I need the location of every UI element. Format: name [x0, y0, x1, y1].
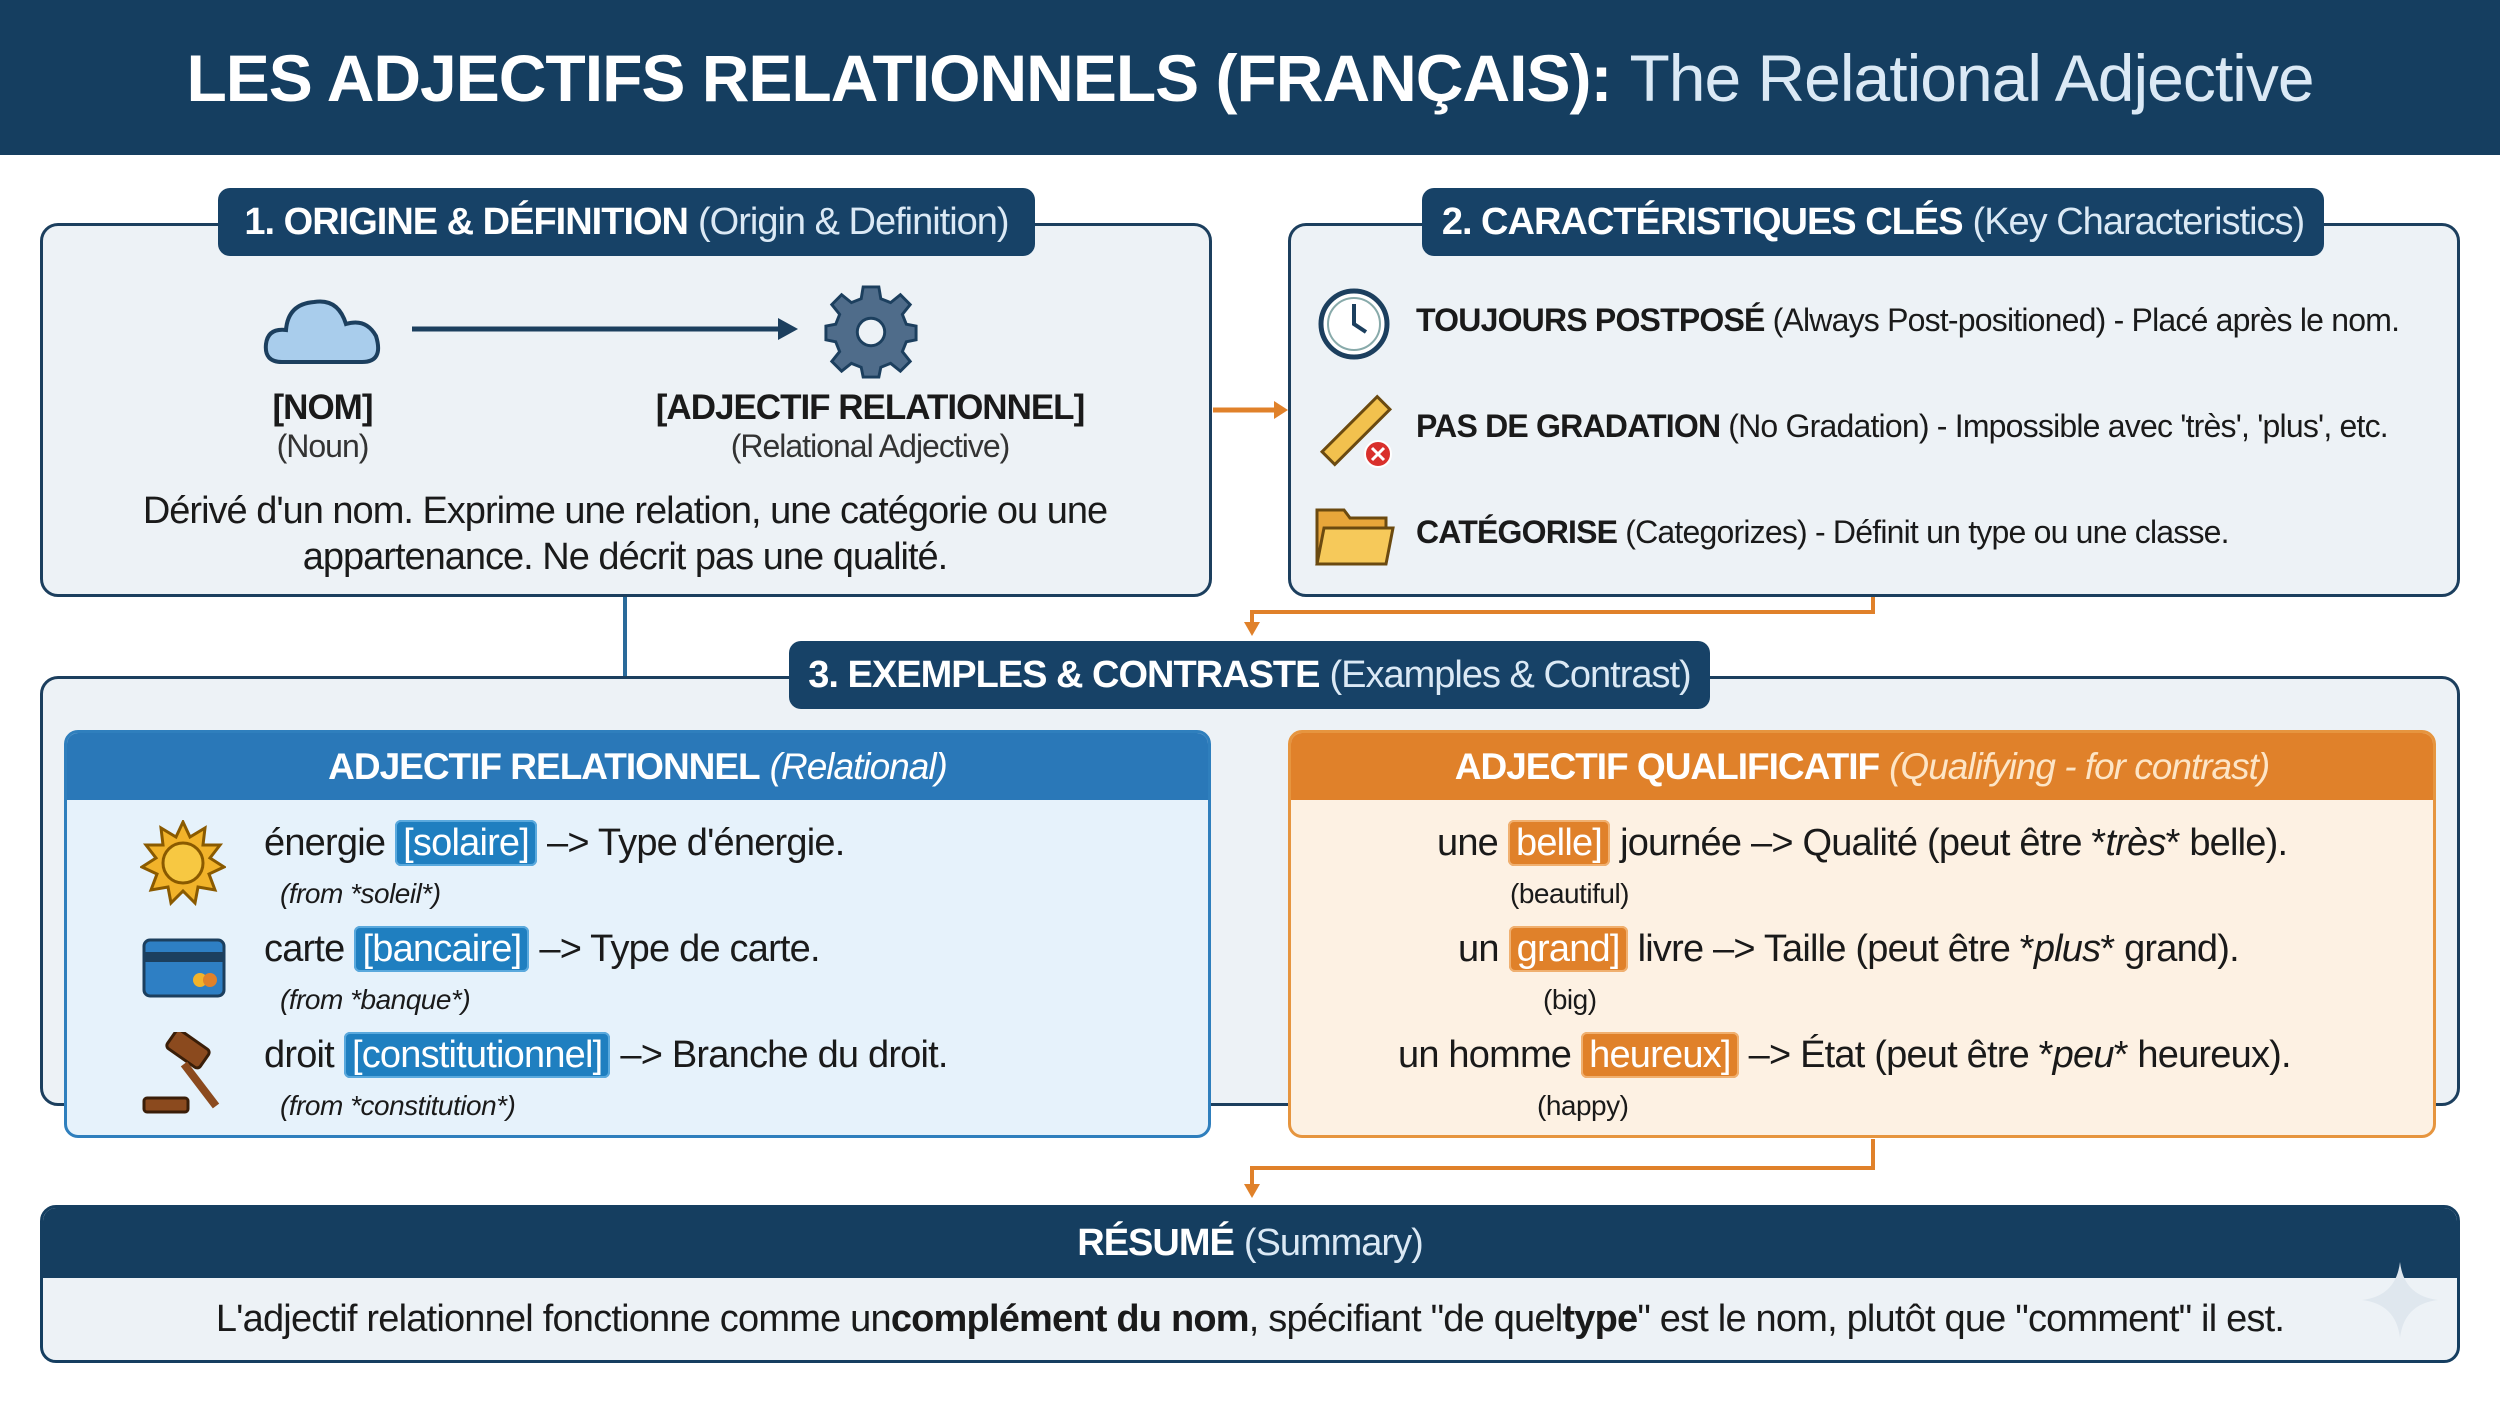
characteristic-item: TOUJOURS POSTPOSÉ(Always Post-positioned…	[1416, 302, 2400, 339]
title-light: The Relational Adjective	[1629, 40, 2314, 115]
title-bold: 3. EXEMPLES & CONTRASTE	[808, 653, 1320, 696]
title-bold: 2. CARACTÉRISTIQUES CLÉS	[1441, 200, 1964, 243]
example-explanation: –> Type d'énergie.	[547, 822, 845, 864]
clock-icon	[1318, 288, 1390, 360]
title-bold: ADJECTIF RELATIONNEL	[328, 745, 761, 787]
example-adjective: [bancaire]	[354, 926, 530, 972]
item-text: (Categorizes) - Définit un type ou une c…	[1625, 514, 2229, 550]
example-explanation: livre –> Taille (peut être *	[1637, 928, 2035, 970]
folder-icon	[1315, 508, 1395, 566]
example-origin: (from *constitution*)	[280, 1090, 516, 1121]
example-adjective: [solaire]	[395, 820, 538, 866]
example-gloss: (big)	[1543, 984, 1597, 1015]
item-text: (Always Post-positioned) - Placé après l…	[1772, 302, 2400, 338]
section-characteristics-title: 2. CARACTÉRISTIQUES CLÉS(Key Characteris…	[1422, 188, 2324, 256]
page-header: LES ADJECTIFS RELATIONNELS (FRANÇAIS): T…	[0, 0, 2500, 155]
arrow-icon	[412, 318, 798, 340]
item-bold: PAS DE GRADATION	[1416, 408, 1721, 444]
title-italic: (Relational)	[769, 745, 948, 787]
title-italic: (Qualifying - for contrast)	[1889, 745, 2270, 787]
example-prefix: un homme	[1398, 1034, 1572, 1076]
example-end: * heureux).	[2113, 1034, 2292, 1076]
summary-bold: complément du nom	[890, 1297, 1250, 1340]
example-gloss: (beautiful)	[1510, 878, 1630, 909]
sun-icon	[140, 820, 226, 906]
example-origin: (from *banque*)	[280, 984, 471, 1015]
relational-example: droit[constitutionnel]–> Branche du droi…	[264, 1032, 948, 1078]
example-end: * grand).	[2100, 928, 2239, 970]
section-origin-title: 1. ORIGINE & DÉFINITION(Origin & Definit…	[218, 188, 1035, 256]
ruler-no-icon	[1319, 394, 1393, 468]
characteristic-item: CATÉGORISE(Categorizes) - Définit un typ…	[1416, 514, 2230, 551]
title-light: (Examples & Contrast)	[1329, 653, 1691, 696]
relational-card: ADJECTIF RELATIONNEL(Relational)	[64, 730, 1211, 1138]
title-light: (Summary)	[1243, 1221, 1424, 1264]
title-light: (Origin & Definition)	[698, 200, 1010, 243]
item-bold: CATÉGORISE	[1416, 514, 1618, 550]
example-explanation: –> Type de carte.	[539, 928, 820, 970]
title-bold: RÉSUMÉ	[1077, 1221, 1235, 1264]
example-gloss: (happy)	[1537, 1090, 1629, 1121]
example-adjective: heureux]	[1581, 1032, 1739, 1078]
summary-box: RÉSUMÉ(Summary) L'adjectif relationnel f…	[40, 1205, 2460, 1363]
title-light: (Key Characteristics)	[1972, 200, 2306, 243]
summary-bold: type	[1562, 1297, 1638, 1340]
example-adverb: très	[2105, 822, 2166, 864]
example-adjective: grand]	[1508, 926, 1628, 972]
example-noun: droit	[264, 1034, 335, 1076]
title-bold: ADJECTIF QUALIFICATIF	[1454, 745, 1880, 787]
sparkle-icon	[2362, 1262, 2438, 1338]
example-noun: énergie	[264, 822, 386, 864]
relational-card-header: ADJECTIF RELATIONNEL(Relational)	[67, 733, 1208, 800]
example-explanation: journée –> Qualité (peut être *	[1620, 822, 2106, 864]
example-adjective: belle]	[1508, 820, 1611, 866]
gavel-icon	[142, 1032, 220, 1114]
summary-part: " est le nom, plutôt que "comment" il es…	[1637, 1297, 2285, 1340]
qualifying-card-header: ADJECTIF QUALIFICATIF(Qualifying - for c…	[1291, 733, 2433, 800]
example-prefix: une	[1437, 822, 1499, 864]
adjective-sub: (Relational Adjective)	[730, 428, 1011, 464]
item-bold: TOUJOURS POSTPOSÉ	[1416, 302, 1765, 338]
example-adjective: [constitutionnel]	[343, 1032, 611, 1078]
example-adverb: plus	[2033, 928, 2101, 970]
relational-example: énergie[solaire]–> Type d'énergie.	[264, 820, 845, 866]
noun-sub: (Noun)	[276, 428, 370, 464]
summary-part: L'adjectif relationnel fonctionne comme …	[215, 1297, 892, 1340]
noun-label: [NOM]	[272, 388, 374, 427]
summary-header: RÉSUMÉ(Summary)	[43, 1208, 2457, 1278]
characteristic-item: PAS DE GRADATION(No Gradation) - Impossi…	[1416, 408, 2389, 445]
credit-card-icon	[142, 938, 226, 998]
definition-text: Dérivé d'un nom. Exprime une relation, u…	[142, 490, 1108, 578]
example-adverb: peu	[2052, 1034, 2115, 1076]
title-bold: 1. ORIGINE & DÉFINITION	[244, 200, 689, 243]
cloud-icon	[263, 299, 381, 364]
example-end: * belle).	[2165, 822, 2288, 864]
relational-example: carte[bancaire]–> Type de carte.	[264, 926, 821, 972]
title-bold: LES ADJECTIFS RELATIONNELS (FRANÇAIS):	[186, 40, 1612, 115]
gear-icon	[824, 285, 918, 379]
example-noun: carte	[264, 928, 345, 970]
item-text: (No Gradation) - Impossible avec 'très',…	[1728, 408, 2388, 444]
example-origin: (from *soleil*)	[280, 878, 441, 909]
qualifying-card: ADJECTIF QUALIFICATIF(Qualifying - for c…	[1288, 730, 2436, 1138]
example-explanation: –> État (peut être *	[1748, 1034, 2054, 1076]
example-prefix: un	[1458, 928, 1499, 970]
adjective-label: [ADJECTIF RELATIONNEL]	[655, 388, 1085, 427]
section-examples-title: 3. EXEMPLES & CONTRASTE(Examples & Contr…	[789, 641, 1710, 709]
example-explanation: –> Branche du droit.	[620, 1034, 948, 1076]
summary-text: L'adjectif relationnel fonctionne comme …	[43, 1278, 2457, 1360]
summary-part: , spécifiant "de quel	[1248, 1297, 1563, 1340]
